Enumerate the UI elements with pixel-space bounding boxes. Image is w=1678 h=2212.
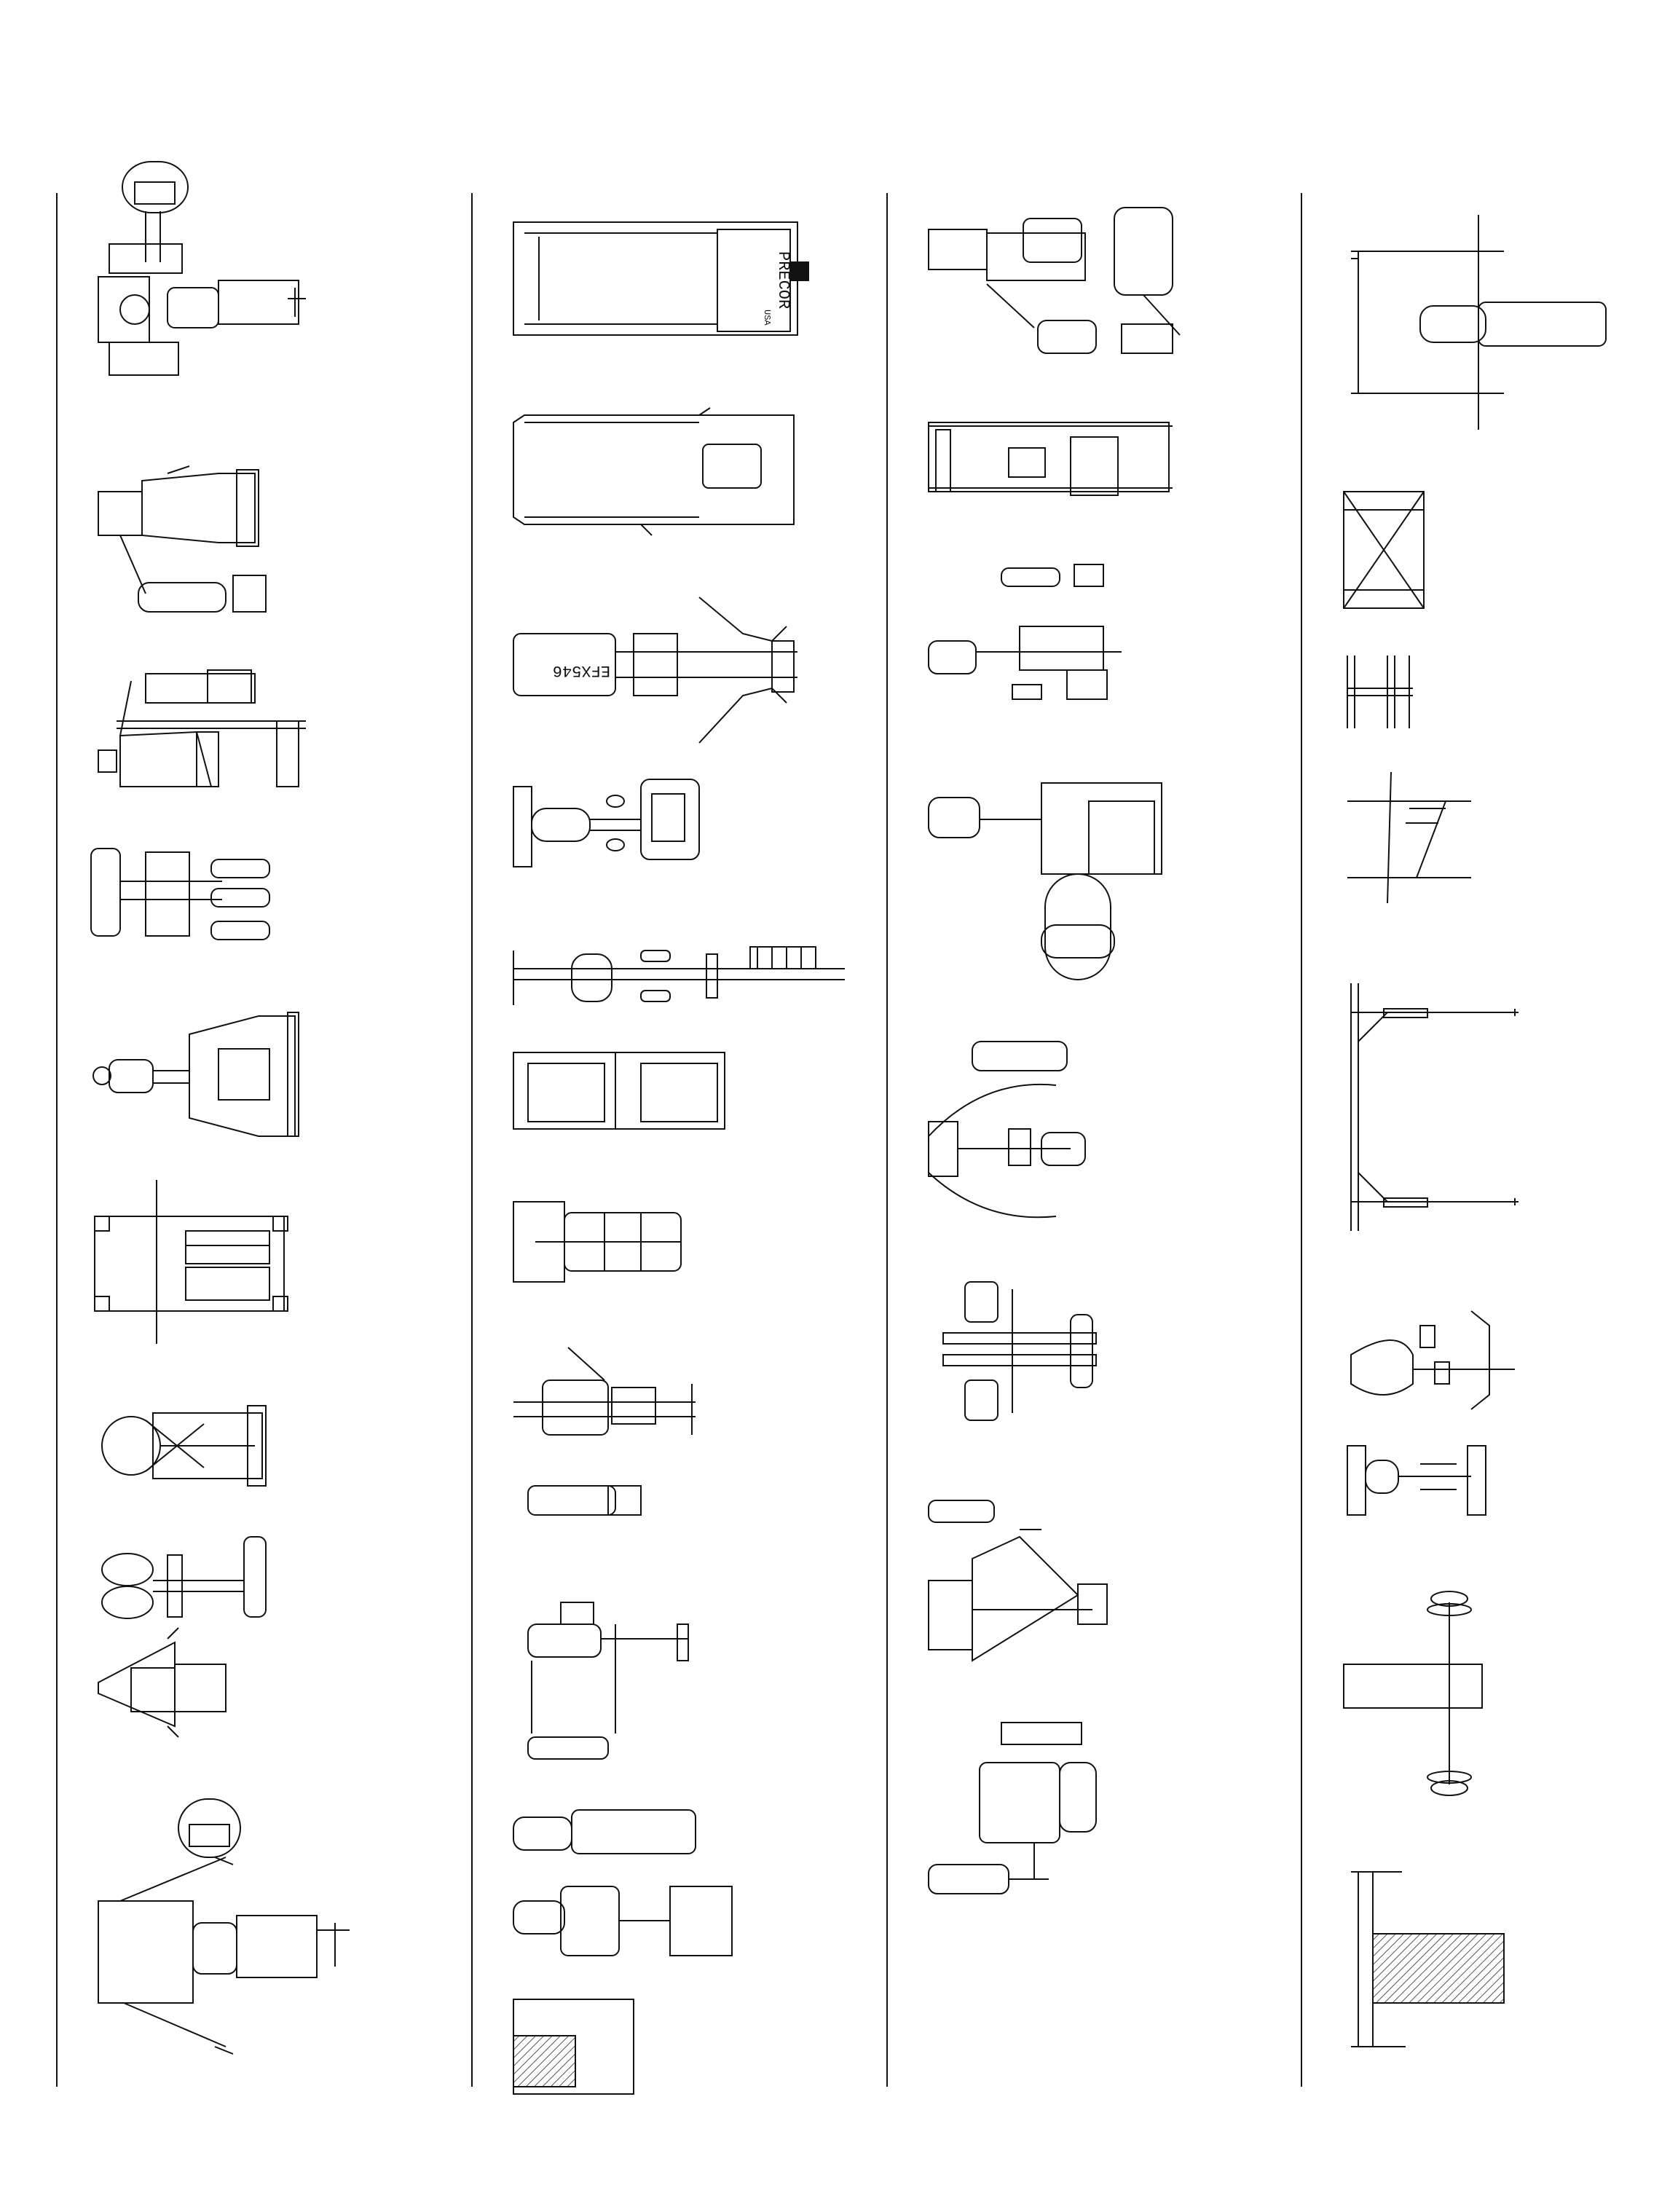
pec-fly-machine — [101, 1405, 267, 1487]
storage-rack — [513, 1999, 634, 2095]
lat-pulldown-machine — [98, 1627, 227, 1738]
dumbbell-rack — [1347, 1445, 1486, 1516]
treadmill-sub-label: USA — [762, 310, 772, 326]
dumbbell-stand-x — [1343, 491, 1425, 609]
incline-rack — [1347, 771, 1471, 904]
elliptical-model-label: EFX546 — [553, 661, 610, 680]
crossover-station — [98, 1798, 350, 2055]
elliptical-efx546 — [513, 597, 797, 744]
chest-press-station — [928, 207, 1181, 354]
ab-bench — [513, 1886, 733, 1956]
dumbbell-stand-h — [1347, 656, 1413, 728]
smith-machine — [928, 422, 1173, 496]
long-rack — [1350, 983, 1519, 1231]
barbell-bench — [1343, 1591, 1483, 1796]
seated-chest-machine — [98, 465, 267, 613]
weight-plate-rack — [1351, 1871, 1505, 2047]
calf-raise-machine — [928, 782, 1162, 980]
recumbent-bike — [513, 779, 700, 867]
seated-row-machine — [92, 1012, 299, 1137]
multi-gym-3 — [928, 1722, 1097, 1894]
arm-curl-station — [928, 564, 1122, 700]
treadmill-brand-label: PRECOR — [774, 251, 792, 309]
leg-curl-machine — [90, 848, 270, 940]
multi-press-station — [98, 161, 306, 376]
shoulder-press-machine — [513, 1347, 696, 1516]
preacher-bench — [1350, 1310, 1515, 1410]
hip-abductor-machine — [101, 1536, 267, 1619]
cable-row-machine — [527, 1602, 689, 1760]
squat-rack-platform — [94, 1180, 288, 1344]
treadmill-precor — [513, 221, 809, 336]
hack-squat-machine — [513, 1201, 682, 1283]
leg-press-sled — [513, 946, 845, 1005]
dual-seat-station — [942, 1281, 1097, 1421]
multi-gym-1 — [928, 1041, 1086, 1219]
multi-gym-2 — [928, 1500, 1108, 1662]
power-rack-bench — [1351, 215, 1607, 430]
leg-press-frame — [513, 1052, 725, 1130]
treadmill-2 — [513, 407, 795, 536]
leg-extension-machine — [98, 669, 306, 787]
flat-bench — [513, 1809, 696, 1854]
